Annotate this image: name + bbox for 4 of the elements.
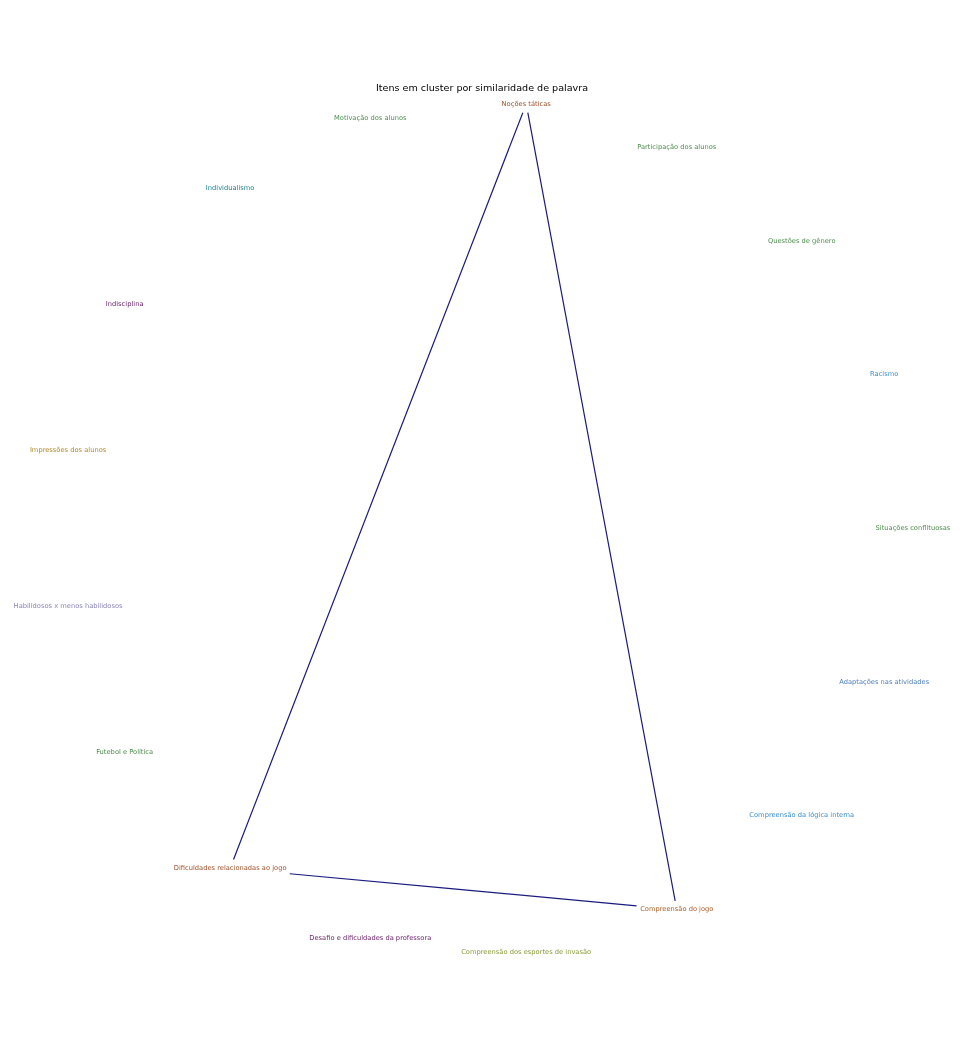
diagram-title: Itens em cluster por similaridade de palavra [375, 81, 589, 93]
connector [527, 112, 676, 902]
connector [232, 112, 524, 861]
connector [289, 873, 638, 907]
